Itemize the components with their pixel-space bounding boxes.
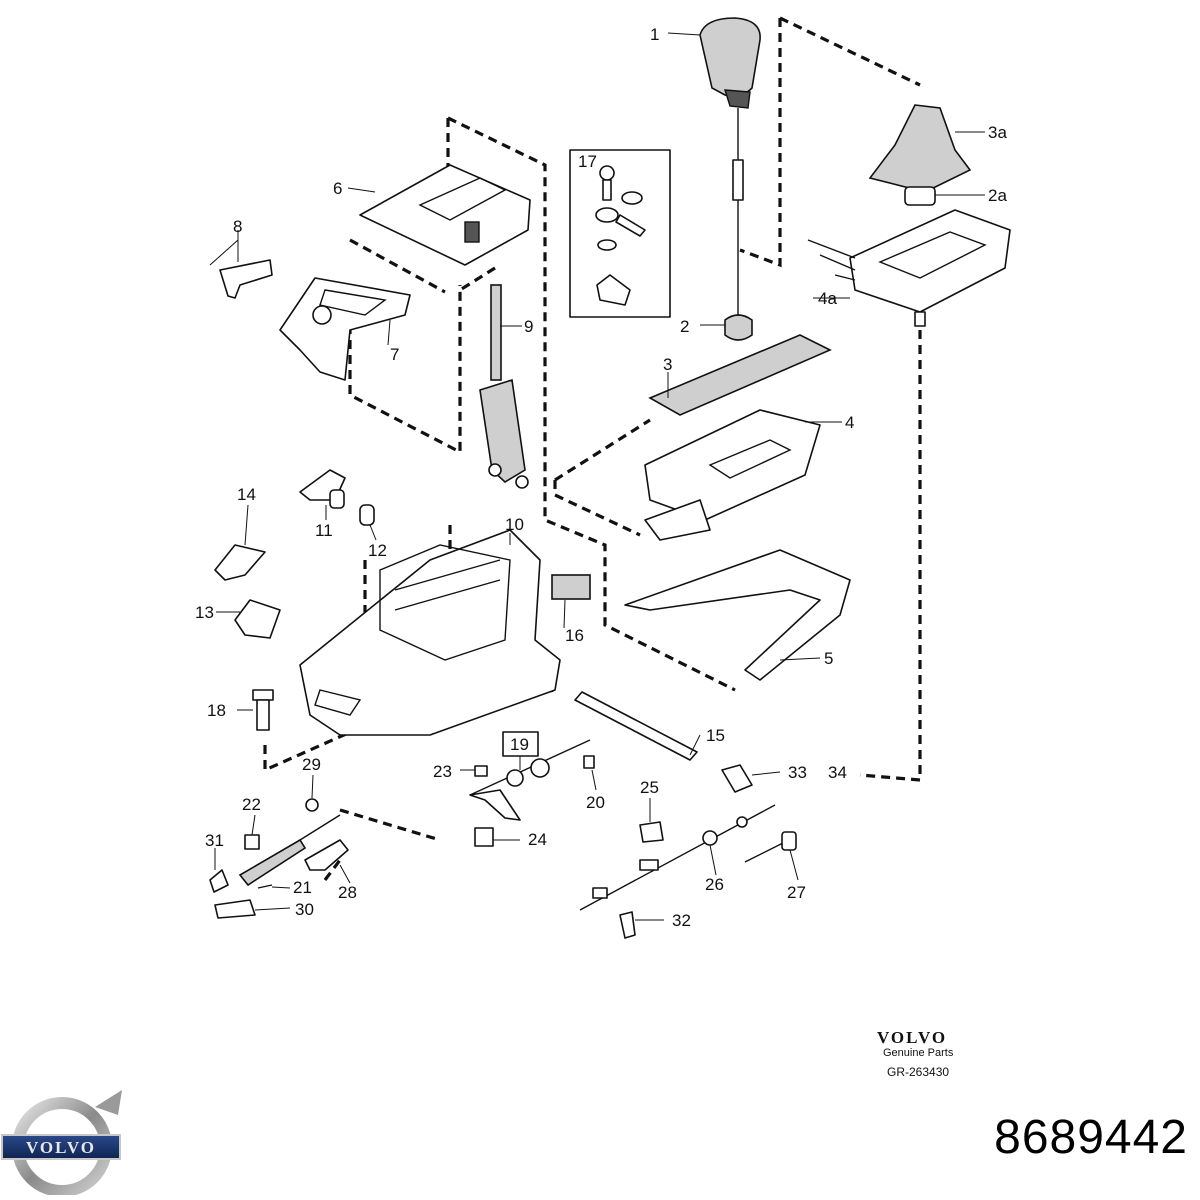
callout-31: 31 xyxy=(205,831,224,850)
selector-housing xyxy=(279,277,411,381)
callout-19-box xyxy=(502,731,539,757)
clip-nut xyxy=(474,765,488,777)
callout-15: 15 xyxy=(706,726,725,745)
callout-8: 8 xyxy=(233,217,242,236)
detail-inset-box xyxy=(569,149,671,318)
callout-13: 13 xyxy=(195,603,214,622)
callout-21: 21 xyxy=(293,878,312,897)
connecting-rod xyxy=(574,691,698,761)
callout-labels: 1 2 2a 3 3a 4 4a 5 6 7 8 9 10 11 12 13 1… xyxy=(195,25,1007,930)
linkage-assembly xyxy=(209,798,349,919)
dashed-group-outlines xyxy=(263,16,922,881)
main-gear-housing xyxy=(299,529,561,736)
callout-33: 33 xyxy=(788,763,807,782)
callout-25: 25 xyxy=(640,778,659,797)
callout-24: 24 xyxy=(528,830,547,849)
callout-5: 5 xyxy=(824,649,833,668)
callout-2: 2 xyxy=(680,317,689,336)
callout-34: 34 xyxy=(828,763,847,782)
electrical-connector xyxy=(551,574,591,600)
boot-ring xyxy=(904,186,936,206)
sensor-bracket xyxy=(234,599,281,639)
gear-indicator-panel xyxy=(807,209,1011,327)
callout-32: 32 xyxy=(672,911,691,930)
callout-10: 10 xyxy=(505,515,524,534)
callout-9: 9 xyxy=(524,317,533,336)
callout-3: 3 xyxy=(663,355,672,374)
callout-4a: 4a xyxy=(818,289,837,308)
logo-text: VOLVO xyxy=(26,1138,96,1157)
diagram-reference-code: GR-263430 xyxy=(887,1065,950,1079)
callout-7: 7 xyxy=(390,345,399,364)
small-clip xyxy=(583,755,595,769)
callout-11: 11 xyxy=(315,521,333,540)
callout-26: 26 xyxy=(705,875,724,894)
callout-14: 14 xyxy=(237,485,256,504)
callout-28: 28 xyxy=(338,883,357,902)
callout-27: 27 xyxy=(787,883,806,902)
shaft-bushing xyxy=(724,314,753,341)
callout-22: 22 xyxy=(242,795,261,814)
callout-18: 18 xyxy=(207,701,226,720)
callout-17: 17 xyxy=(578,152,597,171)
volvo-wordmark: VOLVO xyxy=(877,1028,948,1047)
shift-cable xyxy=(579,804,776,911)
genuine-parts-label: Genuine Parts xyxy=(883,1047,954,1059)
callout-19: 19 xyxy=(510,735,529,754)
cable-bracket xyxy=(721,764,753,793)
volvo-iron-mark-icon: VOLVO xyxy=(1,1090,122,1195)
callout-2a: 2a xyxy=(988,186,1007,205)
leader-lines xyxy=(209,32,985,921)
callout-16: 16 xyxy=(565,626,584,645)
mounting-clip xyxy=(214,544,266,581)
callout-20: 20 xyxy=(586,793,605,812)
cable-clip xyxy=(474,827,494,847)
callout-30: 30 xyxy=(295,900,314,919)
grommet xyxy=(639,821,664,843)
gear-console xyxy=(644,409,821,541)
cable-end xyxy=(744,831,797,863)
callout-12: 12 xyxy=(368,541,387,560)
shift-lever xyxy=(479,284,529,489)
callout-1: 1 xyxy=(650,25,659,44)
callout-6: 6 xyxy=(333,179,342,198)
shift-cable-assembly xyxy=(469,739,591,821)
shift-boot xyxy=(868,104,972,193)
callout-29: 29 xyxy=(302,755,321,774)
slide-cover xyxy=(648,334,832,416)
spacer xyxy=(359,504,375,526)
callout-3a: 3a xyxy=(988,123,1007,142)
upper-housing xyxy=(359,164,531,266)
gear-knob xyxy=(699,17,761,330)
selector-bracket xyxy=(219,259,273,299)
lower-trim-bracket xyxy=(624,549,851,681)
callout-23: 23 xyxy=(433,762,452,781)
bolt xyxy=(252,689,274,731)
part-number: 8689442 xyxy=(994,1111,1188,1164)
callout-4: 4 xyxy=(845,413,854,432)
guide-pin-bushing xyxy=(329,489,345,509)
retaining-clip xyxy=(619,911,636,939)
